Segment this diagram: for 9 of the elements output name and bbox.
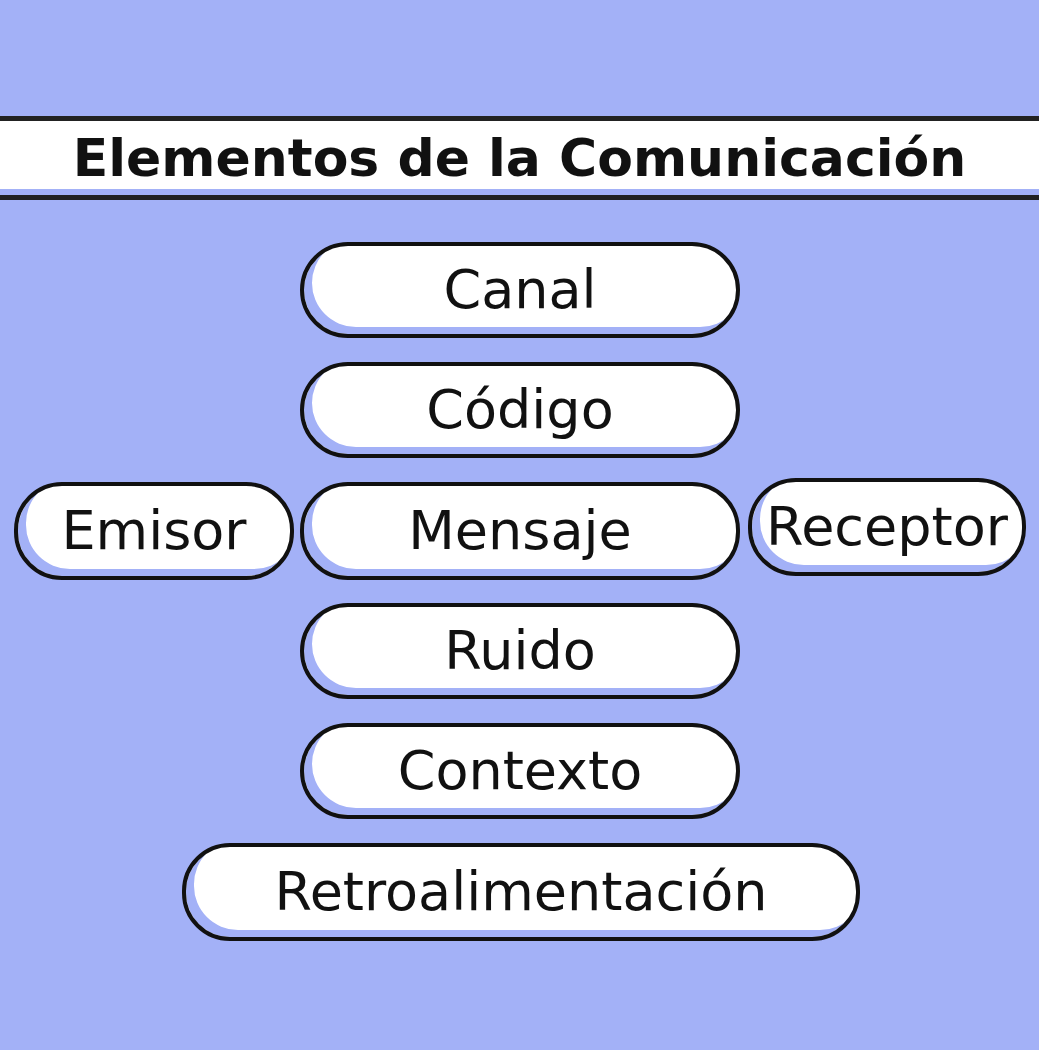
title: Elementos de la Comunicación [72,128,967,188]
pill-label: Emisor [61,504,247,558]
pill-label: Receptor [766,500,1008,554]
pill-label: Ruido [444,624,596,678]
pill-label: Retroalimentación [274,865,768,919]
pill-label: Mensaje [408,504,632,558]
pill-label: Código [426,383,614,437]
pill-label: Canal [443,263,597,317]
pill-label: Contexto [397,744,643,798]
